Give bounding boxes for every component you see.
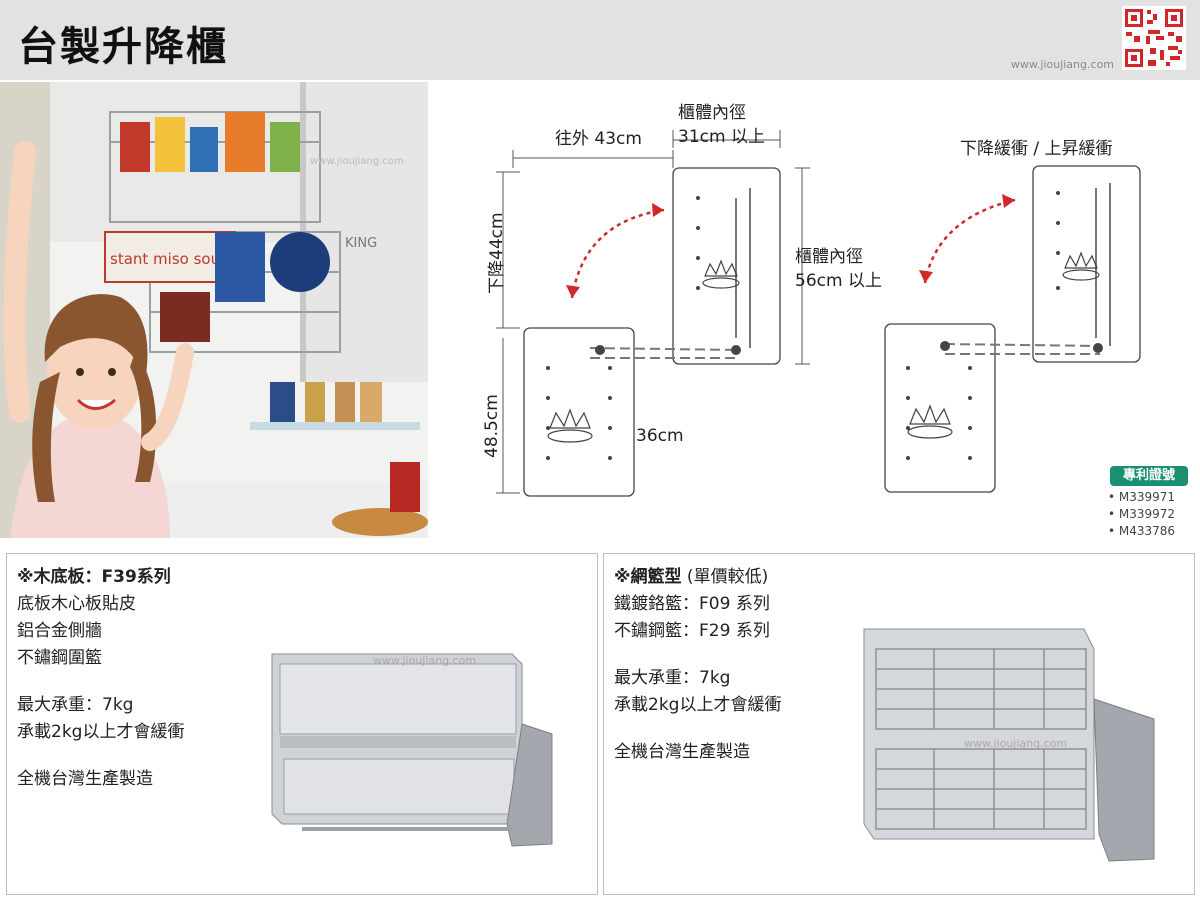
spec-line: 全機台灣生產製造 (17, 769, 153, 789)
spec-line: 鋁合金側牆 (17, 621, 102, 641)
inner-diameter-top-label-1: 櫃體內徑 (678, 103, 746, 123)
patent-list: • M339971 • M339972 • M433786 (1108, 490, 1175, 541)
spec-line: 最大承重：7kg (17, 695, 134, 715)
site-url: www.jioujiang.com (1010, 58, 1114, 71)
patent-number: • M339971 (1108, 490, 1176, 504)
inner-diameter-mid-label-2: 56cm 以上 (795, 271, 882, 291)
wood-base-product-image (271, 653, 553, 847)
dimension-diagram: 往外 43cm 櫃體內徑 31cm 以上 櫃體內徑 56cm 以上 下降44cm… (440, 88, 1200, 548)
qr-code-icon (1122, 6, 1186, 70)
height-label: 48.5cm (482, 394, 502, 458)
header-bar: 台製升降櫃 www.jioujiang.com (0, 0, 1200, 80)
crown-logo-icon (547, 259, 740, 443)
panel-watermark: www.jioujiang.com (964, 737, 1068, 750)
spec-line: 不鏽鋼籃：F29 系列 (614, 621, 770, 641)
wood-base-panel: ※木底板：F39系列 底板木心板貼皮 鋁合金側牆 不鏽鋼圍籃 最大承重：7kg … (6, 553, 598, 895)
wood-base-spec: ※木底板：F39系列 底板木心板貼皮 鋁合金側牆 不鏽鋼圍籃 最大承重：7kg … (17, 564, 184, 793)
wire-basket-panel: ※網籃型 (單價較低) 鐵鍍鉻籃：F09 系列 不鏽鋼籃：F29 系列 最大承重… (603, 553, 1195, 895)
spec-line: 底板木心板貼皮 (17, 594, 136, 614)
depth-label: 36cm (636, 426, 684, 446)
product-photo: stant miso soup KING www.jioujiang.com (0, 82, 428, 538)
page-title: 台製升降櫃 (18, 23, 228, 70)
patent-number: • M339972 (1108, 507, 1176, 521)
drop-distance-label: 下降44cm (487, 212, 507, 294)
kitchen-scene-illustration: stant miso soup KING (0, 82, 428, 538)
photo-watermark: www.jioujiang.com (310, 156, 404, 167)
outward-label: 往外 43cm (555, 129, 642, 149)
spec-line: 全機台灣生產製造 (614, 742, 750, 762)
buffer-label: 下降緩衝 / 上昇緩衝 (960, 139, 1113, 159)
inner-diameter-top-label-2: 31cm 以上 (678, 127, 765, 147)
wood-base-heading: ※木底板：F39系列 (17, 567, 171, 587)
spec-line: 鐵鍍鉻籃：F09 系列 (614, 594, 770, 614)
panel-watermark: www.jioujiang.com (373, 654, 477, 667)
wire-basket-heading: ※網籃型 (614, 567, 682, 587)
wire-basket-spec: ※網籃型 (單價較低) 鐵鍍鉻籃：F09 系列 不鏽鋼籃：F29 系列 最大承重… (614, 564, 781, 766)
spec-line: 不鏽鋼圍籃 (17, 648, 102, 668)
spec-line: 承載2kg以上才會緩衝 (614, 695, 782, 715)
box-label: stant miso soup (110, 250, 230, 268)
wire-basket-note: (單價較低) (681, 567, 769, 587)
spec-line: 最大承重：7kg (614, 668, 731, 688)
inner-diameter-mid-label-1: 櫃體內徑 (795, 247, 863, 267)
wire-basket-product-image (863, 628, 1155, 862)
patent-badge: 專利證號 (1110, 466, 1188, 486)
cabinet-diagram-illustration (496, 130, 1141, 497)
double-arrow-icon (570, 208, 665, 299)
patent-number: • M433786 (1108, 524, 1176, 538)
spec-line: 承載2kg以上才會緩衝 (17, 722, 185, 742)
brand-text: KING (345, 236, 377, 251)
